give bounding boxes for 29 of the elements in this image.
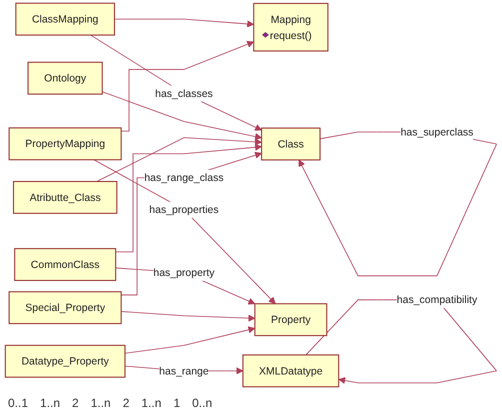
multiplicity-label: 2 <box>122 396 130 410</box>
multiplicity-label: 1..n <box>141 396 162 410</box>
arrow <box>120 311 256 322</box>
arrow <box>120 40 254 132</box>
class-box: Mapping request() <box>253 2 328 52</box>
arrow <box>124 326 256 354</box>
class-box: ClassMapping <box>15 2 115 36</box>
class-box: Atributte_Class <box>12 180 118 214</box>
edge-label: has_classes <box>155 86 213 102</box>
arrow <box>96 137 262 182</box>
multiplicity-label: 2 <box>72 396 79 410</box>
edge-label: has_properties <box>149 202 219 218</box>
class-box: XMLDatatype <box>242 354 340 388</box>
multiplicity-label: 1..n <box>90 396 111 410</box>
class-box: Datatype_Property <box>4 344 126 378</box>
edge-label: has_range_class <box>144 170 224 186</box>
arrow <box>114 18 254 28</box>
class-box: Special_Property <box>8 291 122 324</box>
multiplicity-label: 1..n <box>40 396 60 410</box>
class-box: Class <box>261 128 321 160</box>
class-box: Ontology <box>28 62 103 95</box>
multiplicity-label: 1 <box>173 396 180 410</box>
class-box: Property <box>254 303 328 336</box>
arrow <box>102 91 262 140</box>
multiplicity-label: 0..1 <box>8 396 28 410</box>
class-box: CommonClass <box>14 248 116 281</box>
multiplicity-label: 0..n <box>192 396 212 410</box>
arrow <box>115 144 262 252</box>
class-box: PropertyMapping <box>8 127 122 160</box>
